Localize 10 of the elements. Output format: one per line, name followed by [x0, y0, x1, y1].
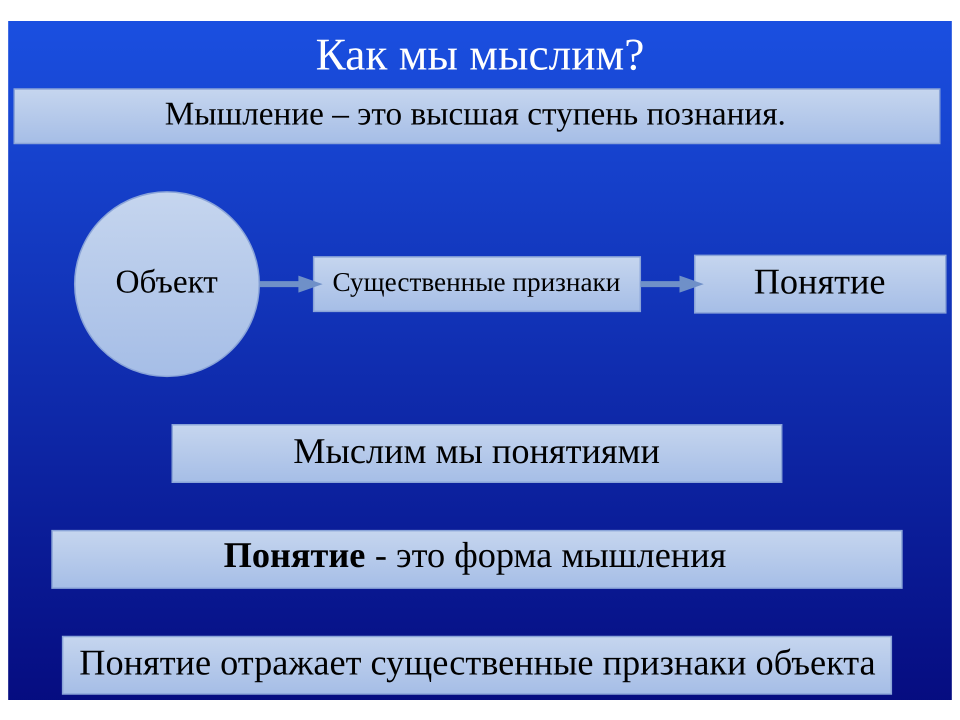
node-box: Понятие — [694, 254, 947, 314]
node-circle: Объект — [74, 190, 260, 377]
node-box: Мыслим мы понятиями — [172, 424, 782, 482]
node-box: Понятие - это форма мышления — [51, 529, 903, 588]
node-box: Понятие отражает существенные признаки объекта — [62, 635, 892, 694]
node-box: Мышление – это высшая ступень познания. — [13, 88, 940, 144]
node-box: Существенные признаки — [312, 256, 642, 312]
arrow — [260, 275, 323, 292]
diagram-title: Как мы мыслим? — [316, 28, 644, 79]
arrow — [640, 275, 704, 292]
